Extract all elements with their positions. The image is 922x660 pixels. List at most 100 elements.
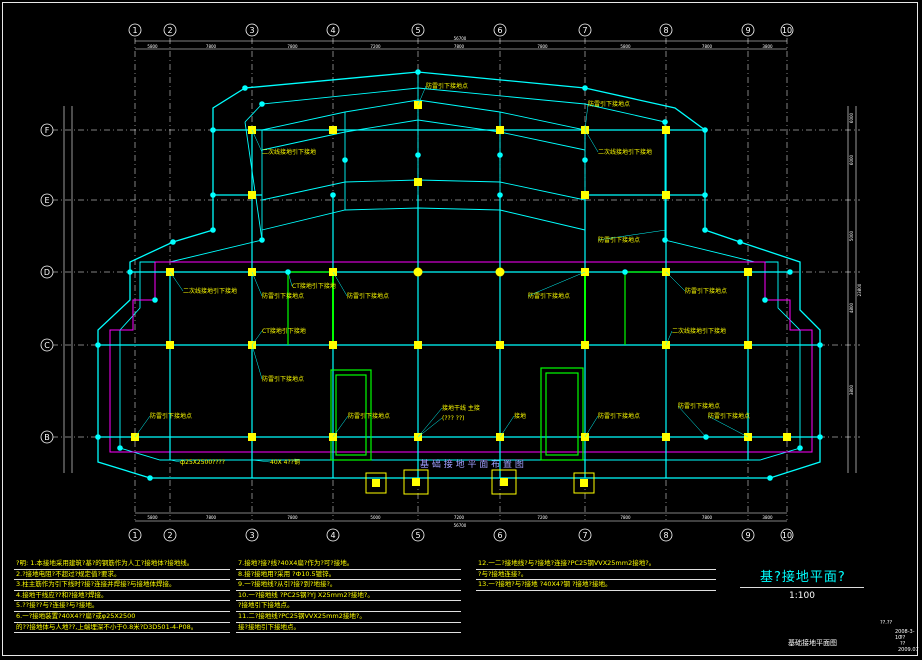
note-line: 13.一?接地?与?接地 ?40X4?钢 ?接地?接地。	[476, 580, 716, 591]
axis-label: 3	[249, 26, 254, 35]
grounding-terminal	[495, 267, 505, 277]
axis-label: 7	[582, 26, 587, 35]
dimension-value: 3800	[762, 515, 773, 520]
axis-label: 8	[663, 531, 668, 540]
callout-label: 防雷引下接地点	[685, 287, 727, 295]
grounding-point	[581, 191, 589, 199]
junction-dot	[497, 192, 503, 198]
dimension-value: 7800	[206, 515, 217, 520]
note-line: 8.接?接地用?采用 ?Ф10.5镀锌。	[236, 570, 461, 581]
axis-bubble	[245, 528, 259, 542]
note-line: 2.?接地电阻?不超过?规定值?要求。	[14, 570, 230, 581]
note-line: 3.柱主筋作为引下线时?接?连接并焊接?与接地体焊接。	[14, 580, 230, 591]
grounding-point	[496, 126, 504, 134]
axis-bubble	[40, 265, 54, 279]
callout-label: ф25X2500????	[180, 459, 225, 466]
dimension-value: 7800	[287, 515, 298, 520]
axis-bubble	[578, 23, 592, 37]
callout-label: 二次线接地引下接地	[598, 148, 652, 156]
note-line: 6.一?接地装置?40X4??扁?或φ25X2500	[14, 612, 230, 623]
grounding-point	[744, 268, 752, 276]
dimension-value: 5000	[370, 515, 381, 520]
callout-leader	[597, 229, 667, 241]
junction-dot	[497, 152, 503, 158]
note-line: ?与?接地连接?。	[476, 570, 716, 581]
axis-bubble	[741, 528, 755, 542]
grounding-point	[248, 433, 256, 441]
axis-bubble	[780, 528, 794, 542]
junction-dot	[762, 297, 768, 303]
junction-dot	[662, 237, 668, 243]
junction-dot	[662, 119, 668, 125]
junction-dot	[210, 192, 216, 198]
junction-dot	[210, 127, 216, 133]
junction-dot	[147, 475, 153, 481]
axis-bubble	[659, 528, 673, 542]
note-line: 9.一?接地线?从引?接?到?地接?。	[236, 580, 461, 591]
junction-dot	[210, 227, 216, 233]
dimension-value: 7800	[537, 44, 548, 49]
callout-label: 接地	[514, 412, 526, 420]
note-line: 12.一二?接地线?与?接地?连接?PC25钢VVX25mm2接地?。	[476, 559, 716, 570]
note-line: 11.二?接地线?PC25钢VVX25mm2接地?。	[236, 612, 461, 623]
axis-bubble	[163, 528, 177, 542]
callout-label: 防雷引下接地点	[528, 292, 570, 300]
callout-label: CT接地引下接地	[292, 282, 336, 290]
callout-leader	[251, 459, 271, 463]
titleblock-date: 2008-3-10	[895, 629, 915, 641]
axis-bubble	[163, 23, 177, 37]
callout-label: 防雷引下接地点	[347, 292, 389, 300]
titleblock-field: ??	[900, 635, 906, 641]
axis-label: 6	[497, 531, 502, 540]
callout-leader	[251, 330, 263, 346]
note-line: 7.接地?接?线?40X4扁?作为?可?接地。	[236, 559, 461, 570]
axis-bubble	[40, 193, 54, 207]
callout-leader	[417, 85, 427, 106]
callout-labels: 防雷引下接地点防雷引下接地点二次线接地引下接地二次线接地引下接地防雷引下接地点C…	[134, 82, 750, 466]
axis-label: 10	[782, 26, 792, 35]
axis-label: 4	[330, 531, 335, 540]
callout-label: 防雷引下接地点	[598, 236, 640, 244]
axis-label: 6	[497, 26, 502, 35]
grounding-point	[412, 478, 420, 486]
dimension-value: 6000	[849, 112, 854, 123]
dimension-value: 7200	[537, 515, 548, 520]
junction-dot	[767, 475, 773, 481]
callout-label: 防雷引下接地点	[262, 375, 304, 383]
drawing-scale: 1:100	[789, 591, 815, 601]
dimension-value: 3800	[849, 384, 854, 395]
junction-dot	[259, 237, 265, 243]
note-line: ?接地引下接地点。	[236, 601, 461, 612]
axis-bubble	[128, 23, 142, 37]
callout-leader	[251, 344, 263, 380]
dimension-total: 56700	[454, 36, 467, 41]
junction-dot	[170, 239, 176, 245]
junction-dot	[152, 297, 158, 303]
note-line: 的??接地体与人地??,上端埋深不小于0.8米?D3D501-4-P08。	[14, 623, 230, 634]
dimension-value: 7200	[454, 515, 465, 520]
dimension-value: 7800	[702, 44, 713, 49]
axis-label: 10	[782, 531, 792, 540]
axis-label: 5	[415, 26, 420, 35]
junction-dot	[797, 445, 803, 451]
dimension-value: 7800	[206, 44, 217, 49]
grounding-pits	[365, 469, 595, 495]
axis-label: 2	[167, 531, 172, 540]
grounding-point	[372, 479, 380, 487]
grounding-nodes	[95, 69, 823, 487]
callout-leader	[665, 271, 686, 292]
callout-leader	[527, 271, 586, 297]
junction-dot	[622, 269, 628, 275]
junction-dot	[582, 157, 588, 163]
dimension-total: 56700	[454, 523, 467, 528]
titleblock-field: ??	[900, 641, 906, 647]
callout-leader	[332, 271, 348, 297]
callout-leader	[134, 415, 151, 438]
callout-leader	[584, 129, 599, 153]
grounding-point	[248, 191, 256, 199]
dimension-value: 7800	[702, 515, 713, 520]
dimension-value: 7800	[620, 515, 631, 520]
notes-column-1: ?明: 1.本接地采用建筑?基?的钢筋作为人工?接地体?接地线。 2.?接地电阻…	[14, 559, 230, 634]
note-line: 5.??接??与?连接?与?接地。	[14, 601, 230, 612]
axis-label: 2	[167, 26, 172, 35]
